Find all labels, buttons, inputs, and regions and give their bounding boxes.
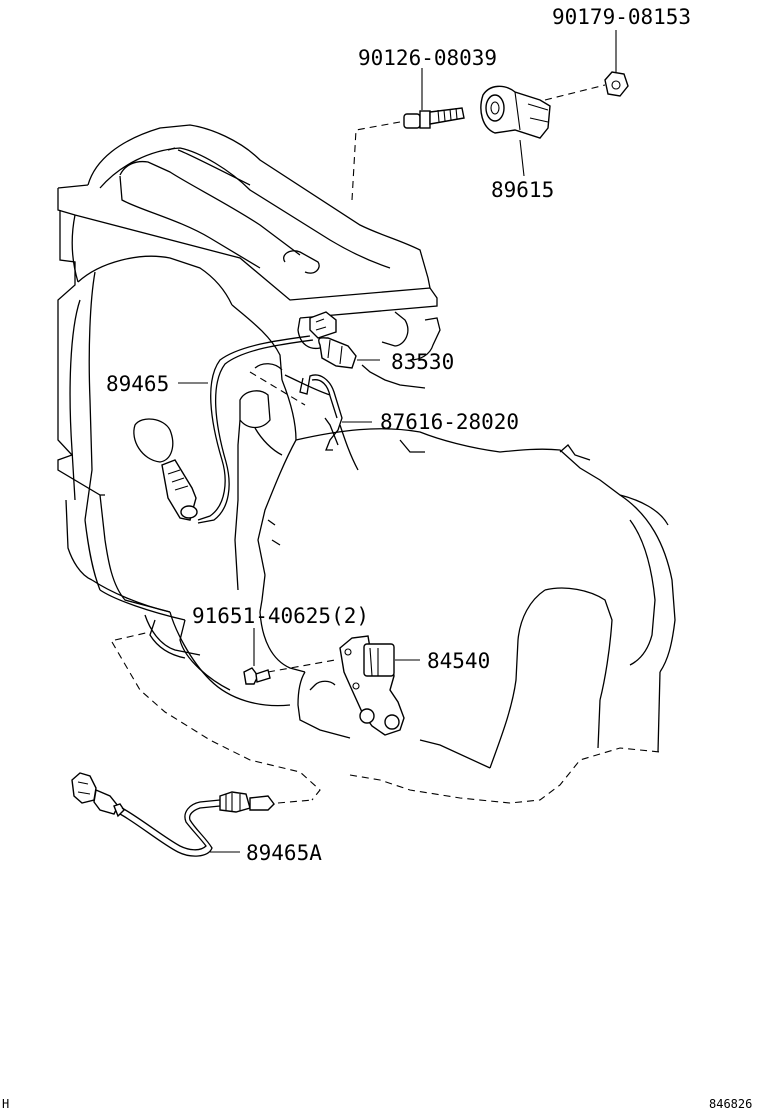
nut-90179-icon [604,30,629,97]
label-91651-40625: 91651-40625(2) [192,604,369,628]
bolt-90126-icon [403,68,465,129]
label-90126-08039: 90126-08039 [358,46,497,70]
part-labels: 90179-08153 90126-08039 89615 83530 8946… [106,5,691,865]
corner-code-right: 846826 [709,1097,752,1111]
label-83530: 83530 [391,350,454,374]
oxygen-sensor-89465a-icon [71,772,275,857]
neutral-switch-84540-icon [339,635,420,736]
dashed-leader-lines [249,84,606,804]
label-87616-28020: 87616-28020 [380,410,519,434]
label-84540: 84540 [427,649,490,673]
label-89465a: 89465A [246,841,322,865]
clamp-87616-icon [299,374,372,451]
bolt-91651-icon [243,628,271,685]
oil-pressure-switch-83530-icon [318,337,380,369]
knock-sensor-89615-icon [480,85,551,177]
label-89465: 89465 [106,372,169,396]
label-90179-08153: 90179-08153 [552,5,691,29]
engine-block [57,124,676,804]
oxygen-sensor-89465-icon [161,311,337,524]
label-89615: 89615 [491,178,554,202]
corner-code-left: H [2,1097,9,1111]
